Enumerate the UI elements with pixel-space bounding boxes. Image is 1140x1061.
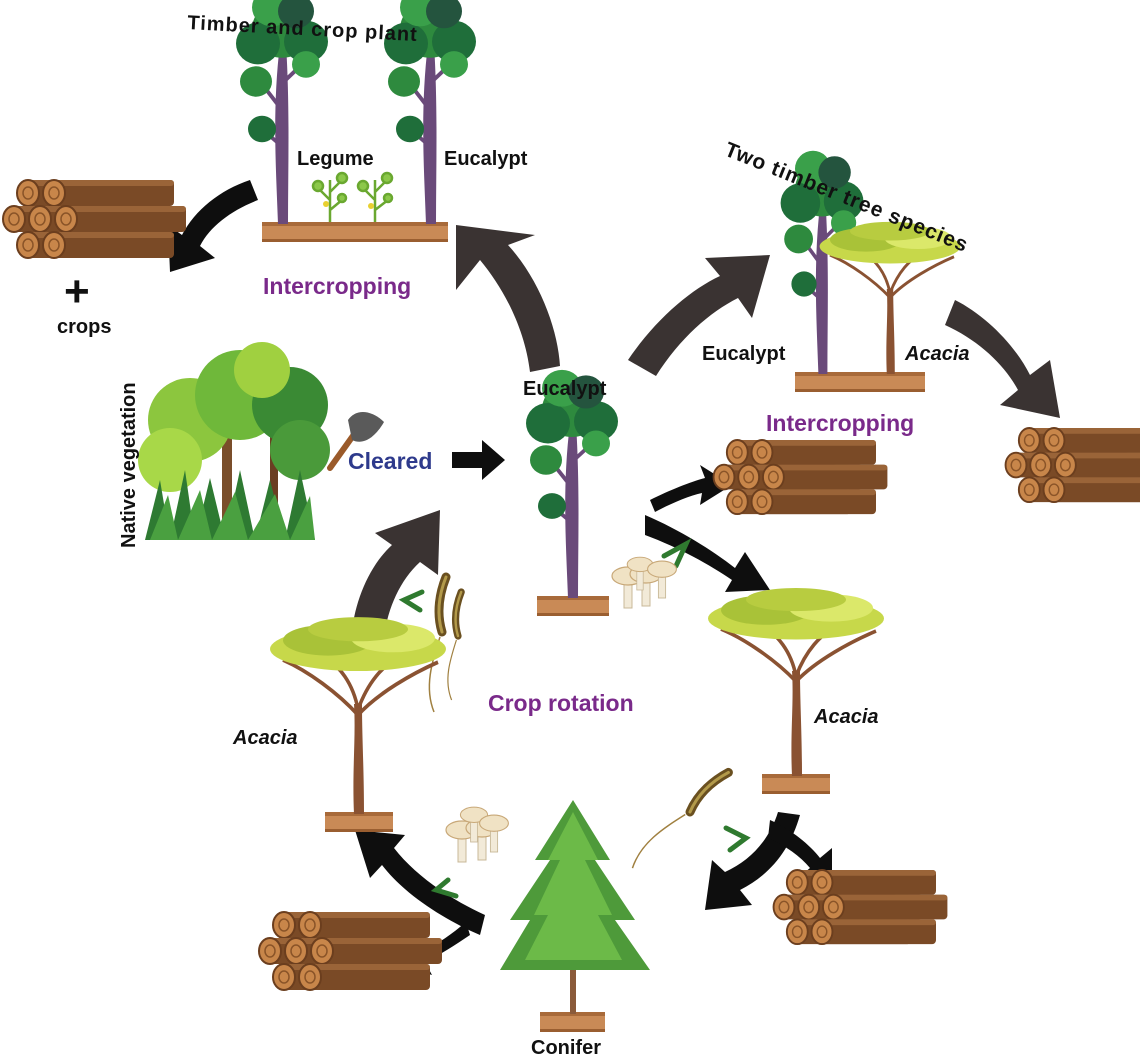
mushroom-cluster-conifer [445,806,509,863]
mushroom-cluster-center [611,556,677,609]
acacia-left-scene [268,615,448,832]
conifer-tree [500,800,650,970]
arrow-eucalypt-to-intercropping-right [628,255,770,376]
axe-icon [327,411,384,471]
label-crops: crops [57,316,112,338]
label-acacia-right-pair: Acacia [905,343,970,365]
center-eucalypt-scene [524,367,620,616]
acacia-right-scene [706,586,886,794]
label-crop-rotation: Crop rotation [488,690,634,716]
label-intercropping-right: Intercropping [766,410,915,436]
label-plus: + [64,267,90,316]
arrow-cleared-to-eucalypt [452,440,505,480]
arrow-intercropping-top-to-logs [168,180,258,272]
larva-left-2 [448,592,461,700]
eucalypt-tree-center [524,367,620,600]
label-cleared: Cleared [348,448,433,474]
green-arrow-mushroom-eucalypt [661,538,692,569]
label-acacia-left: Acacia [233,727,298,749]
arrow-to-logs-mid-right [650,465,732,512]
label-eucalypt-center: Eucalypt [523,378,607,400]
label-acacia-right: Acacia [814,706,879,728]
green-arrow-larva-acacia-right [723,825,751,853]
acacia-tree-left [268,615,448,816]
label-intercropping-top: Intercropping [263,273,412,299]
label-eucalypt-top: Eucalypt [444,148,528,170]
label-legume: Legume [297,148,374,170]
crop-plants [311,171,394,222]
label-eucalypt-right: Eucalypt [702,343,786,365]
arrow-to-logs-bottom-right [768,820,832,885]
conifer-scene [500,800,650,1032]
green-arrow-larva-acacia-left [398,589,425,613]
arrow-acacia-to-cleared [352,510,440,636]
arrow-conifer-to-acacia-left [355,830,485,935]
larva-right [629,762,729,876]
arrow-eucalypt-to-acacia-right [645,515,770,592]
native-vegetation-scene [138,342,330,540]
log-pile-bottom-right [774,870,948,944]
label-native-vegetation: Native vegetation [118,382,140,548]
green-arrow-mushroom-conifer [430,877,459,899]
acacia-tree-right [706,586,886,778]
log-pile-mid-right [714,440,888,514]
log-pile-bottom-left [259,912,442,990]
log-pile-top-left [3,180,186,258]
arrow-eucalypt-to-intercropping-top [456,225,560,372]
intercropping-top-scene [234,0,478,242]
label-conifer: Conifer [531,1037,601,1059]
arrow-intercropping-right-to-logs [945,300,1060,418]
log-pile-far-right [1006,428,1140,502]
